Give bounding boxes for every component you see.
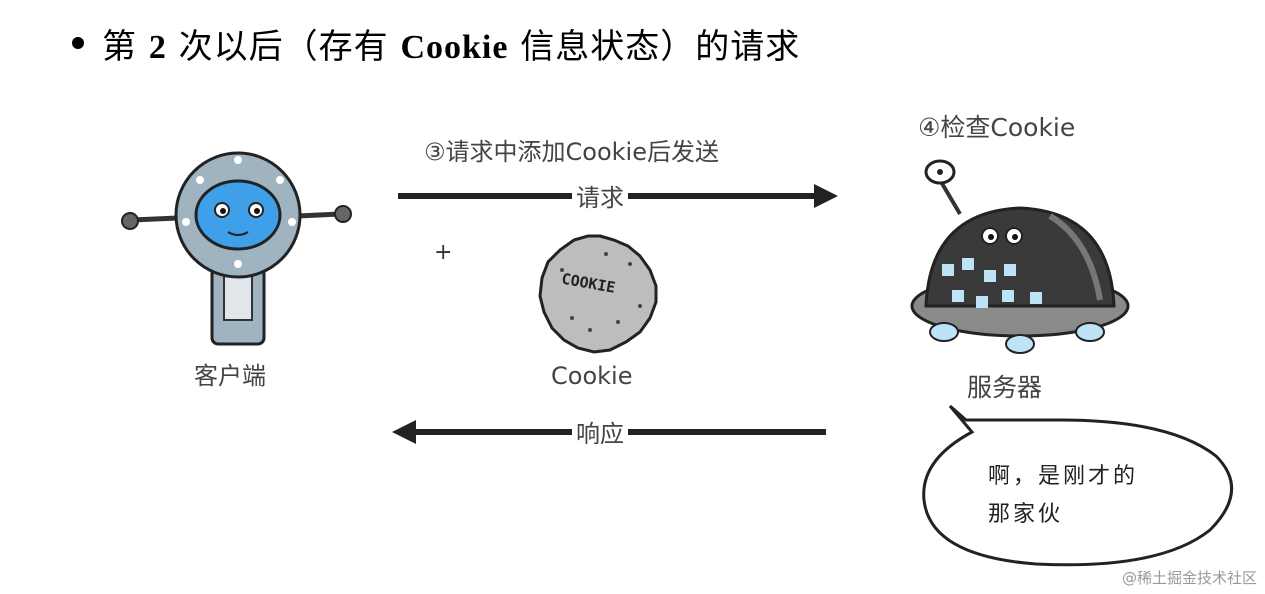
heading-prefix: 第 [102, 26, 149, 67]
speech-bubble-text: 啊，是刚才的 那家伙 [988, 458, 1138, 534]
client-robot-icon [121, 151, 352, 346]
heading-middle: 次以后（存有 [166, 26, 401, 67]
speech-line-2: 那家伙 [988, 502, 1064, 527]
cookie-label: Cookie [551, 362, 633, 390]
cookie-icon: COOKIE [538, 234, 658, 354]
speech-line-1: 啊，是刚才的 [988, 464, 1139, 489]
step3-label: ③请求中添加Cookie后发送 [424, 138, 719, 166]
watermark: @稀土掘金技术社区 [1121, 569, 1257, 587]
server-robot-icon [910, 159, 1130, 354]
heading: 第 2 次以后（存有 Cookie 信息状态）的请求 [72, 18, 800, 68]
step4-label: ④检查Cookie [918, 113, 1076, 142]
speech-bubble [922, 404, 1233, 567]
heading-suffix: 信息状态）的请求 [508, 26, 801, 67]
response-label: 响应 [572, 414, 628, 449]
heading-cookie-word: Cookie [400, 28, 509, 66]
server-label: 服务器 [967, 373, 1043, 402]
heading-number: 2 [148, 28, 167, 66]
plus-sign: + [434, 240, 453, 265]
request-label: 请求 [572, 178, 628, 213]
bullet-icon [72, 37, 84, 49]
heading-text: 第 2 次以后（存有 Cookie 信息状态）的请求 [102, 19, 800, 68]
client-label: 客户端 [194, 362, 266, 390]
